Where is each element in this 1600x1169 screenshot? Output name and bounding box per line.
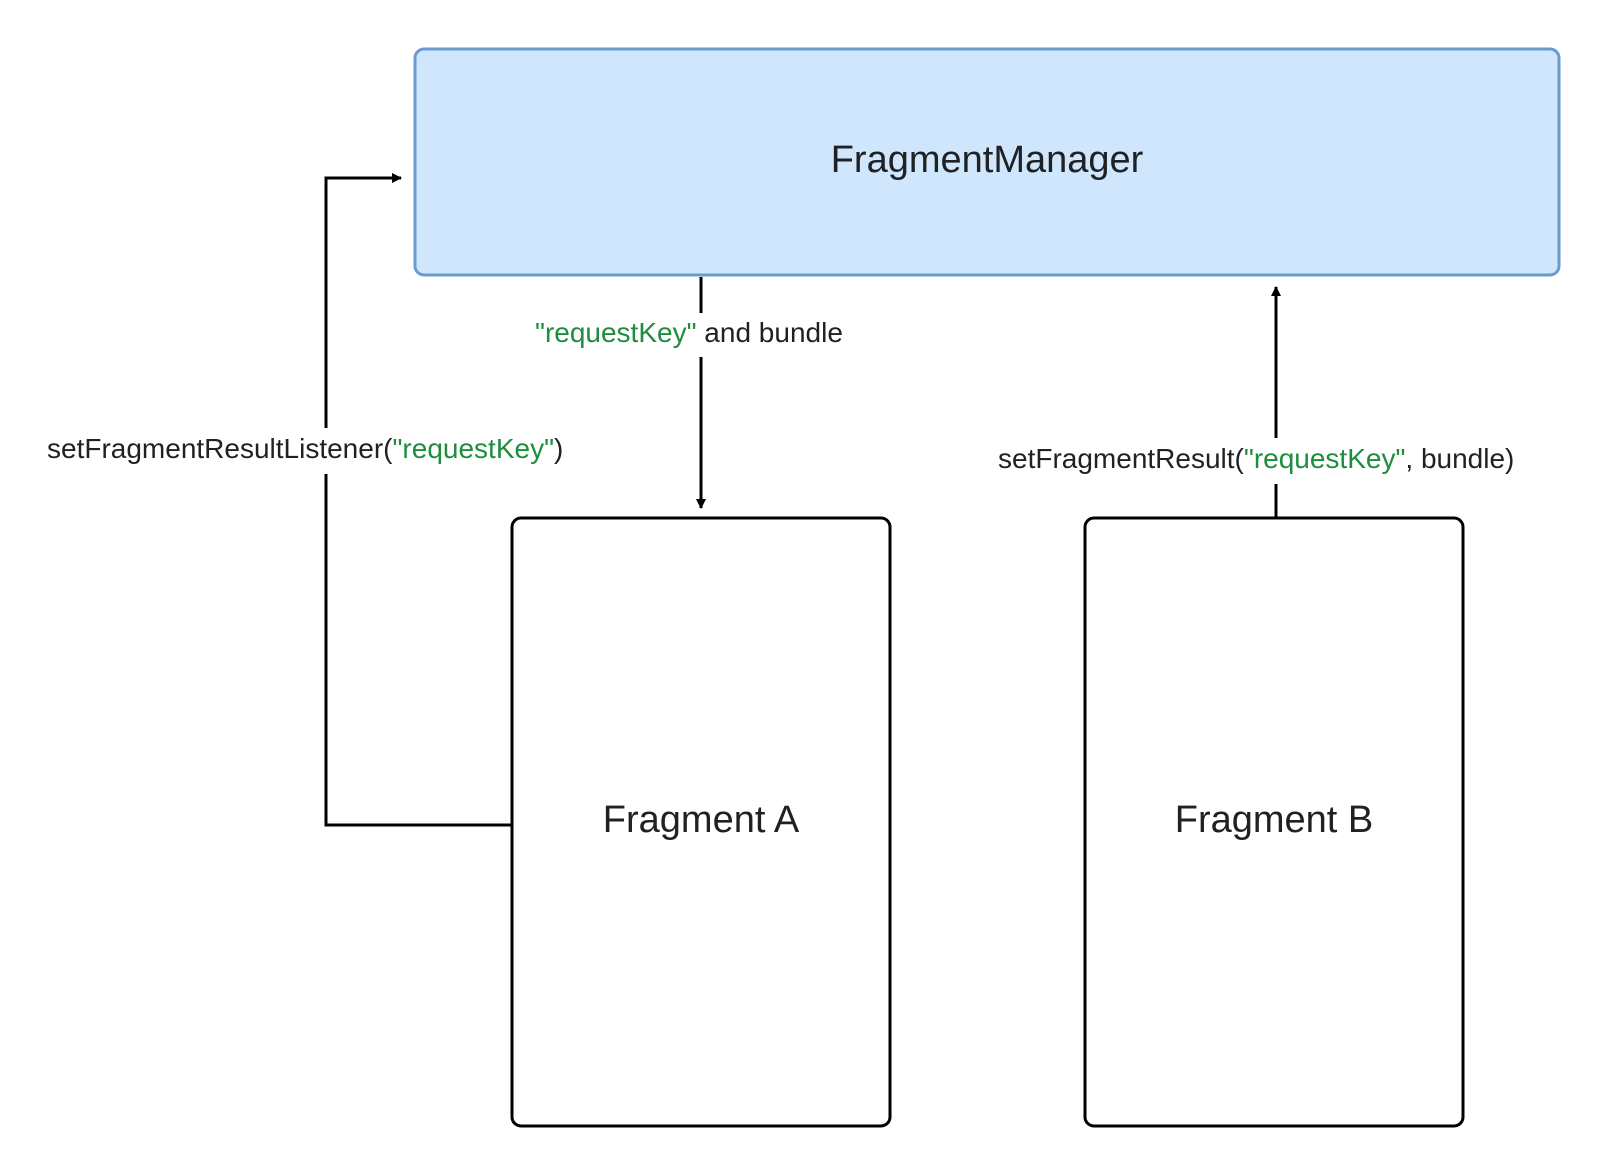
deliver-label-suffix: and bundle (697, 317, 843, 348)
fragment-manager-box (413, 47, 1561, 277)
fragment-b-label: Fragment B (1175, 799, 1374, 841)
set-result-label-suffix: , bundle) (1405, 443, 1514, 474)
listener-arrow (324, 173, 512, 827)
listener-label-prefix: setFragmentResultListener( (47, 433, 393, 464)
deliver-edge: "requestKey" and bundle (528, 277, 878, 509)
fragment-manager-label: FragmentManager (831, 139, 1144, 181)
listener-label-suffix: ) (554, 433, 563, 464)
fragment-a-label: Fragment A (603, 799, 800, 841)
set-result-label-key: "requestKey" (1244, 443, 1406, 474)
listener-label: setFragmentResultListener("requestKey") (47, 433, 563, 464)
deliver-label: "requestKey" and bundle (535, 317, 843, 348)
fragment-a-box (510, 516, 892, 1128)
fragment-a-node: Fragment A (510, 516, 892, 1128)
fragment-b-box (1083, 516, 1465, 1128)
deliver-label-key: "requestKey" (535, 317, 697, 348)
listener-edge: setFragmentResultListener("requestKey") (40, 173, 620, 827)
fragment-b-node: Fragment B (1083, 516, 1465, 1128)
set-result-edge: setFragmentResult("requestKey", bundle) (994, 286, 1560, 518)
listener-label-key: "requestKey" (392, 433, 554, 464)
fragment-manager-node: FragmentManager (413, 47, 1561, 277)
set-result-label: setFragmentResult("requestKey", bundle) (998, 443, 1514, 474)
set-result-label-prefix: setFragmentResult( (998, 443, 1245, 474)
